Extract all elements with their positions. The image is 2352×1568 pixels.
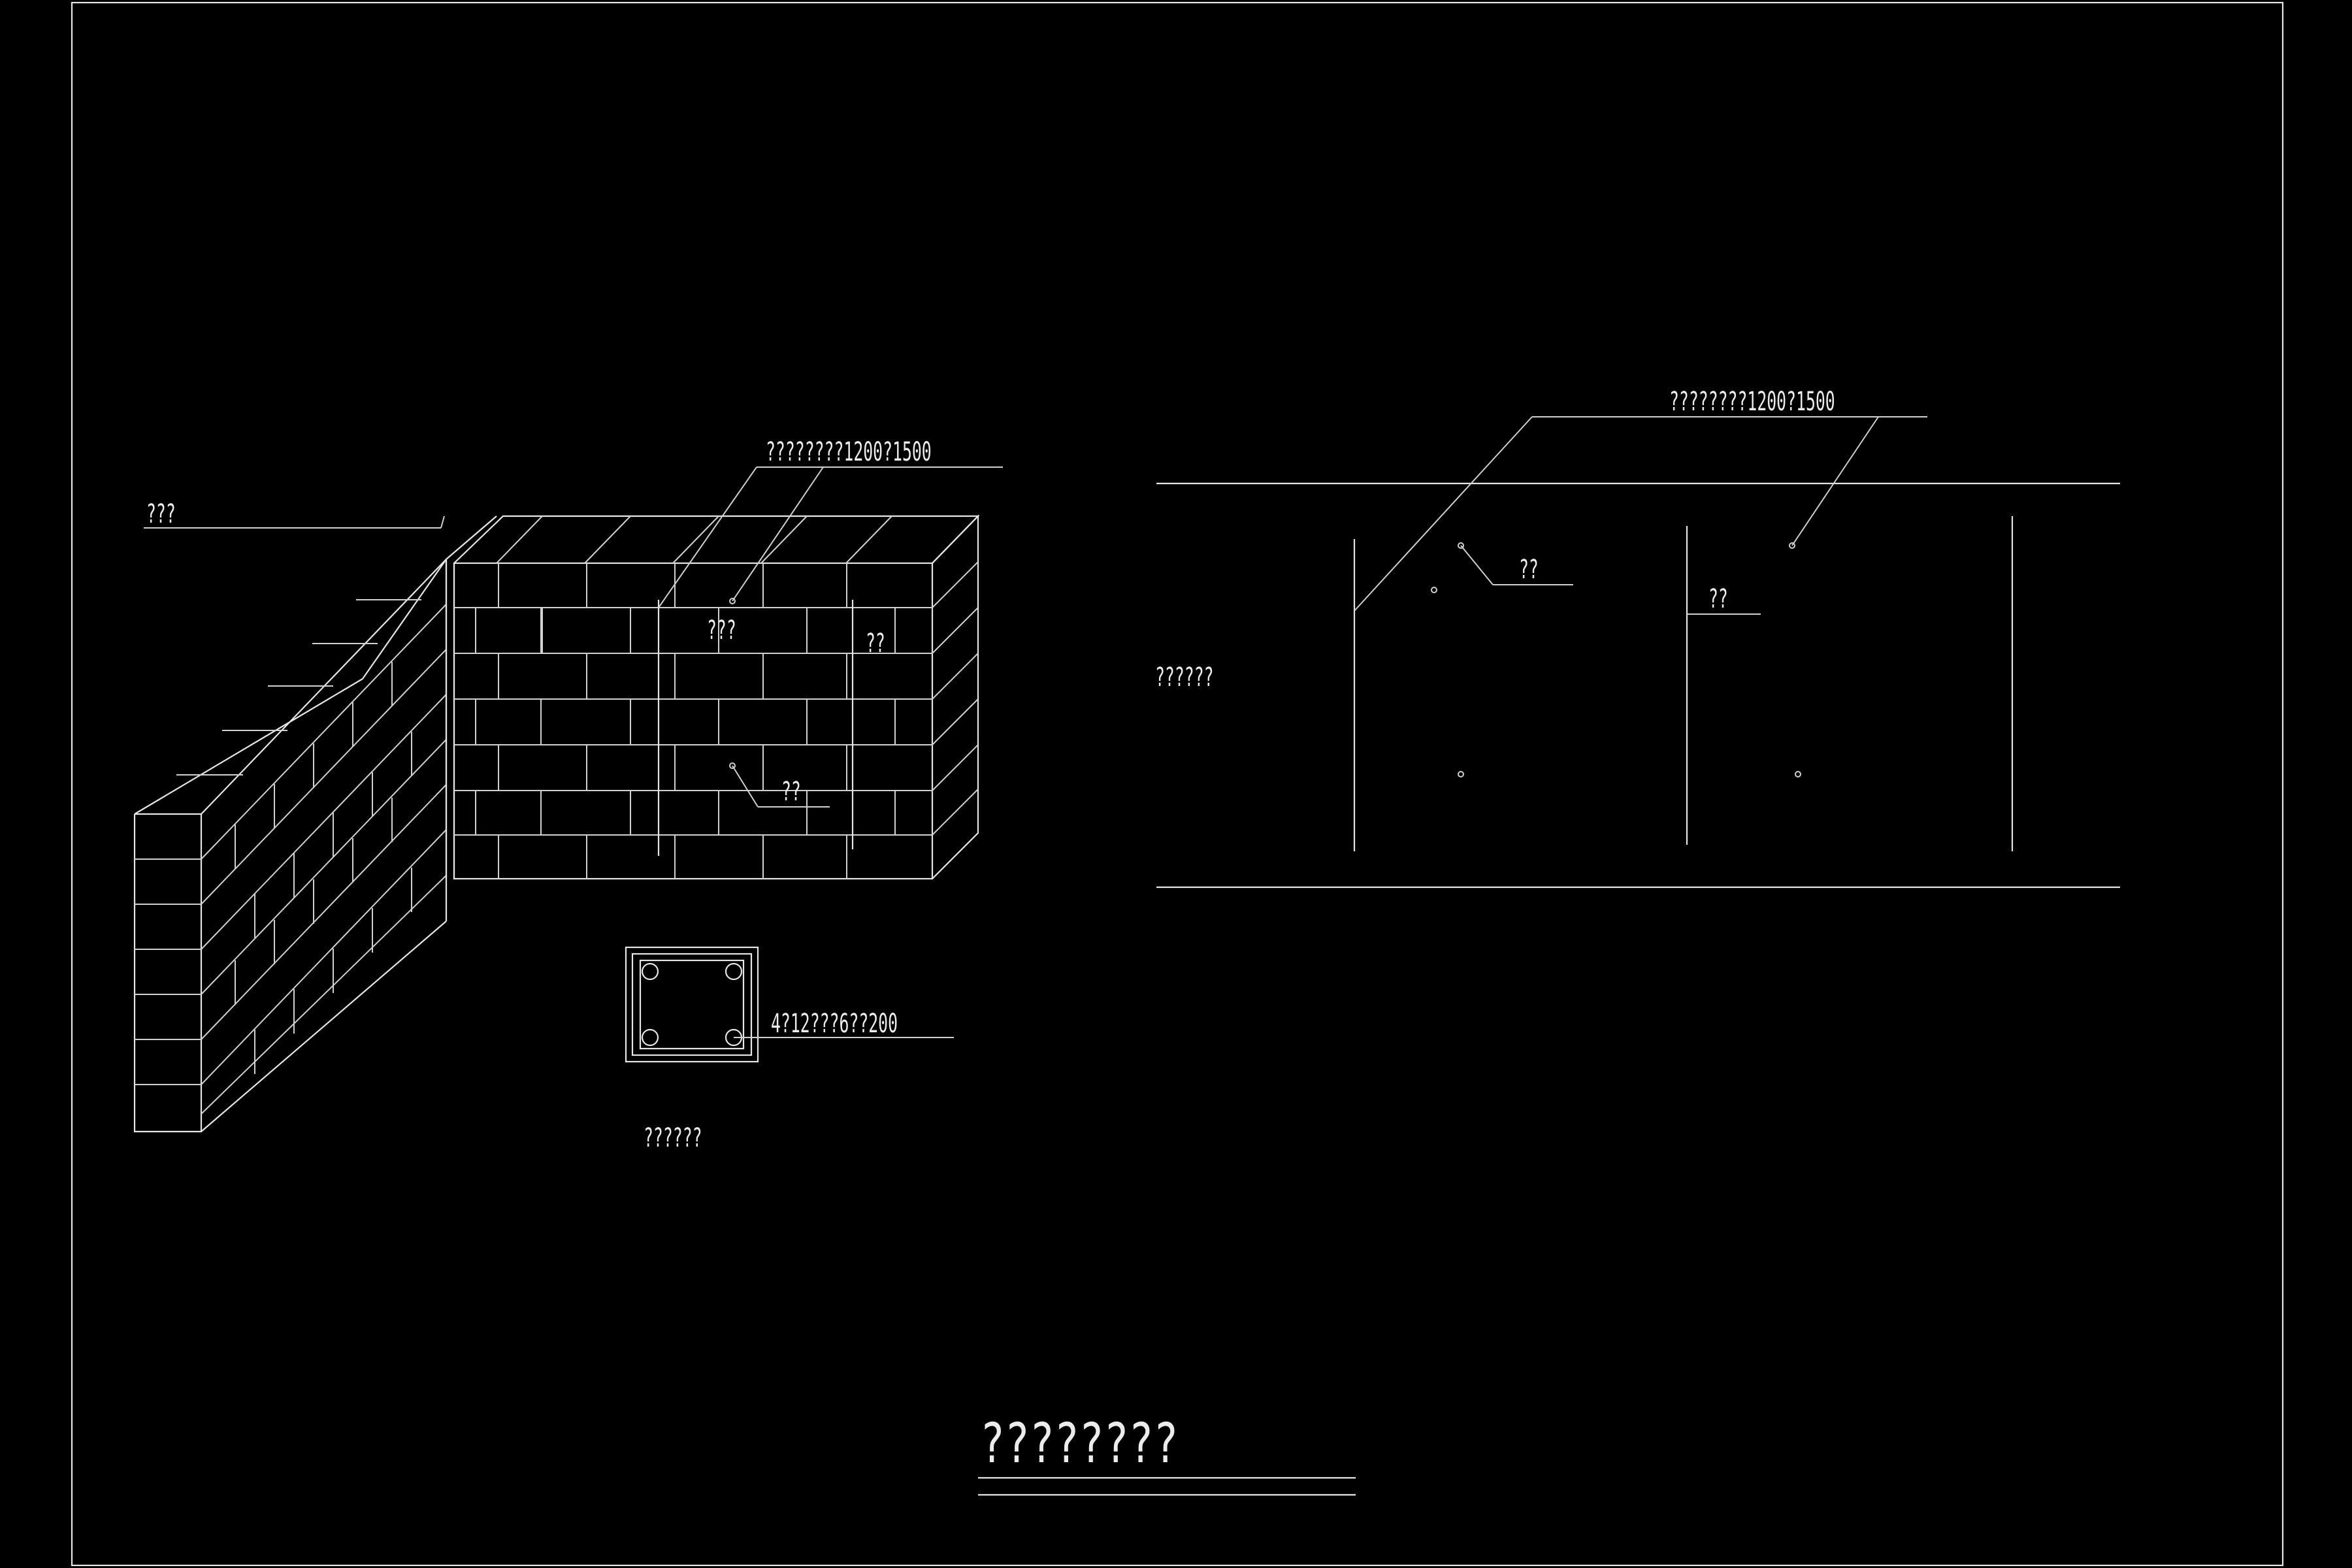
tie-spacing-label-left: ????????1200?1500 (766, 436, 932, 467)
drawing-title-block: ???????? (978, 1411, 1356, 1496)
rebar-label-right: ?? (1519, 554, 1539, 585)
left-leaders (144, 466, 1003, 808)
wall-label: ??? (146, 498, 176, 529)
tie-spacing-label-right: ????????1200?1500 (1669, 386, 1835, 417)
isometric-wall-view: ??? ????????1200?1500 ??? ?? ?? (133, 436, 1003, 1133)
left-wing-wall (133, 559, 448, 1133)
rebar-label-left: ?? (781, 776, 801, 807)
elevation-label: ?????? (1155, 662, 1214, 693)
column-label-right: ?? (1708, 583, 1728, 614)
elevation-view: ????????1200?1500 ?? ?? ?????? (1155, 386, 2120, 889)
section-caption: ?????? (644, 1122, 702, 1153)
tie-bar-label: ??? (707, 615, 736, 645)
main-front-wall (453, 514, 980, 880)
drawing-title: ???????? (980, 1411, 1178, 1475)
column-section-detail: 4?12???6??200 ?????? (625, 946, 954, 1153)
section-spec-label: 4?12???6??200 (771, 1008, 898, 1039)
column-label-left: ?? (866, 628, 885, 659)
drawing-frame (71, 1, 2284, 1567)
